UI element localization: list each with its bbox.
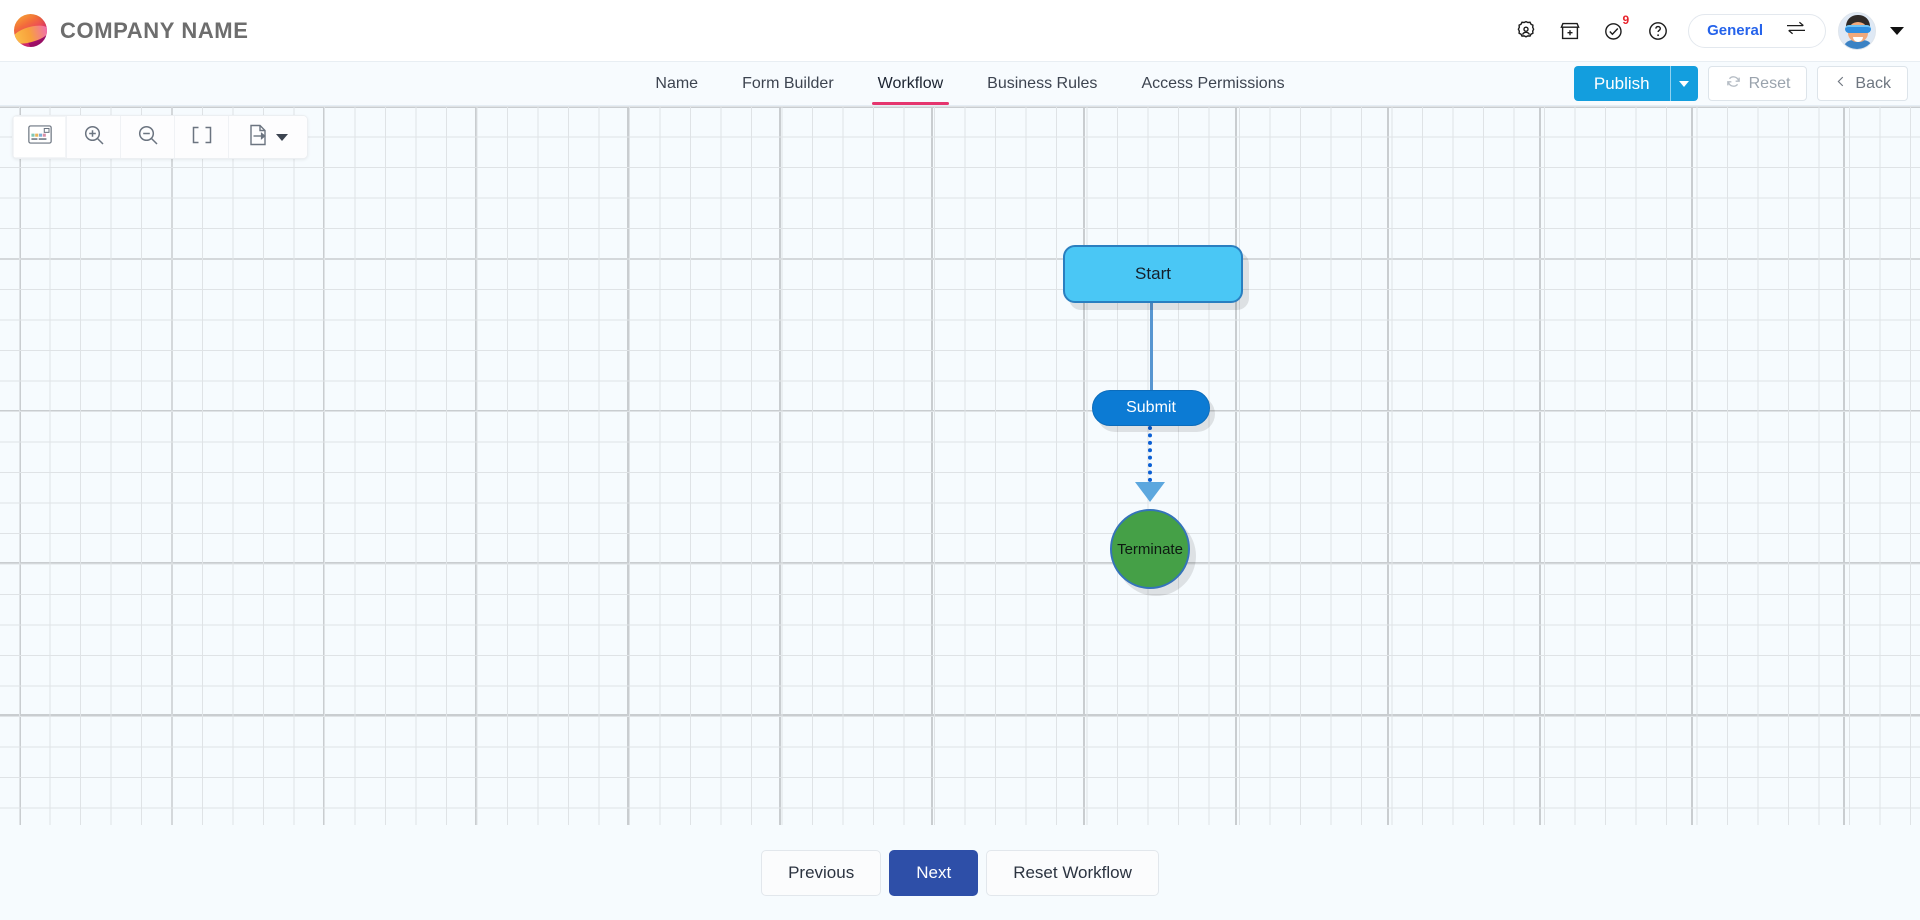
zoom-in-icon bbox=[82, 123, 106, 152]
reset-button[interactable]: Reset bbox=[1707, 66, 1808, 101]
tab-label: Access Permissions bbox=[1141, 74, 1285, 92]
approvals-check-icon[interactable]: 9 bbox=[1592, 9, 1636, 53]
marketplace-add-icon[interactable] bbox=[1548, 9, 1592, 53]
zoom-out-icon bbox=[136, 123, 160, 152]
export-chevron-down-icon[interactable] bbox=[276, 133, 288, 141]
company-sphere-logo bbox=[14, 14, 47, 47]
tab-label: Workflow bbox=[877, 74, 944, 92]
app-header: COMPANY NAME 9 bbox=[0, 0, 1920, 62]
publish-button[interactable]: Publish bbox=[1573, 66, 1670, 101]
workspace-label: General bbox=[1707, 22, 1763, 39]
refresh-icon bbox=[1725, 73, 1742, 95]
minimap-icon bbox=[27, 125, 52, 149]
workspace-switcher[interactable]: General bbox=[1688, 13, 1826, 48]
export-document-icon bbox=[248, 123, 270, 152]
approvals-badge-count: 9 bbox=[1622, 12, 1630, 27]
reset-label: Reset bbox=[1748, 74, 1791, 92]
tab-label: Form Builder bbox=[742, 74, 834, 92]
tab-label: Name bbox=[655, 74, 699, 92]
edge-arrowhead-icon bbox=[1135, 482, 1165, 502]
tab-bar: Name Form Builder Workflow Business Rule… bbox=[0, 62, 1920, 106]
tab-access-permissions[interactable]: Access Permissions bbox=[1119, 62, 1306, 105]
tab-list: Name Form Builder Workflow Business Rule… bbox=[613, 62, 1306, 105]
back-button[interactable]: Back bbox=[1817, 66, 1908, 101]
minimap-toggle-button[interactable] bbox=[13, 116, 67, 158]
wizard-footer: Previous Next Reset Workflow bbox=[0, 826, 1920, 920]
tab-label: Business Rules bbox=[987, 74, 1098, 92]
zoom-in-button[interactable] bbox=[67, 116, 121, 158]
profile-chevron-down-icon[interactable] bbox=[1890, 26, 1904, 35]
next-button[interactable]: Next bbox=[889, 850, 979, 896]
fit-screen-icon bbox=[190, 124, 214, 151]
workflow-node-start[interactable]: Start bbox=[1063, 245, 1243, 303]
previous-button[interactable]: Previous bbox=[761, 850, 882, 896]
edge-submit-to-terminate bbox=[1148, 426, 1152, 482]
workflow-node-submit[interactable]: Submit bbox=[1092, 390, 1210, 426]
user-settings-icon[interactable] bbox=[1504, 9, 1548, 53]
tab-form-builder[interactable]: Form Builder bbox=[720, 62, 856, 105]
canvas-grid bbox=[0, 106, 1920, 825]
fit-to-screen-button[interactable] bbox=[175, 116, 229, 158]
tab-business-rules[interactable]: Business Rules bbox=[965, 62, 1119, 105]
tab-action-buttons: Publish Reset Back bbox=[1573, 62, 1908, 105]
canvas-toolbar bbox=[12, 115, 308, 159]
user-avatar[interactable] bbox=[1838, 11, 1876, 50]
tab-workflow[interactable]: Workflow bbox=[856, 62, 966, 105]
edge-start-to-submit bbox=[1150, 302, 1153, 392]
zoom-out-button[interactable] bbox=[121, 116, 175, 158]
publish-button-group: Publish bbox=[1573, 66, 1698, 101]
header-actions: 9 General bbox=[1504, 9, 1920, 53]
workflow-canvas[interactable]: Start Submit Terminate bbox=[0, 106, 1920, 826]
brand: COMPANY NAME bbox=[0, 14, 249, 47]
reset-workflow-button[interactable]: Reset Workflow bbox=[986, 850, 1159, 896]
brand-name: COMPANY NAME bbox=[60, 17, 249, 43]
workflow-node-terminate[interactable]: Terminate bbox=[1110, 509, 1190, 589]
tab-name[interactable]: Name bbox=[633, 62, 720, 105]
chevron-left-icon bbox=[1834, 74, 1848, 94]
export-button[interactable] bbox=[229, 116, 307, 158]
swap-arrows-icon bbox=[1785, 20, 1807, 41]
publish-chevron-down-icon[interactable] bbox=[1669, 66, 1698, 101]
help-icon[interactable] bbox=[1636, 9, 1680, 53]
back-label: Back bbox=[1855, 74, 1891, 92]
